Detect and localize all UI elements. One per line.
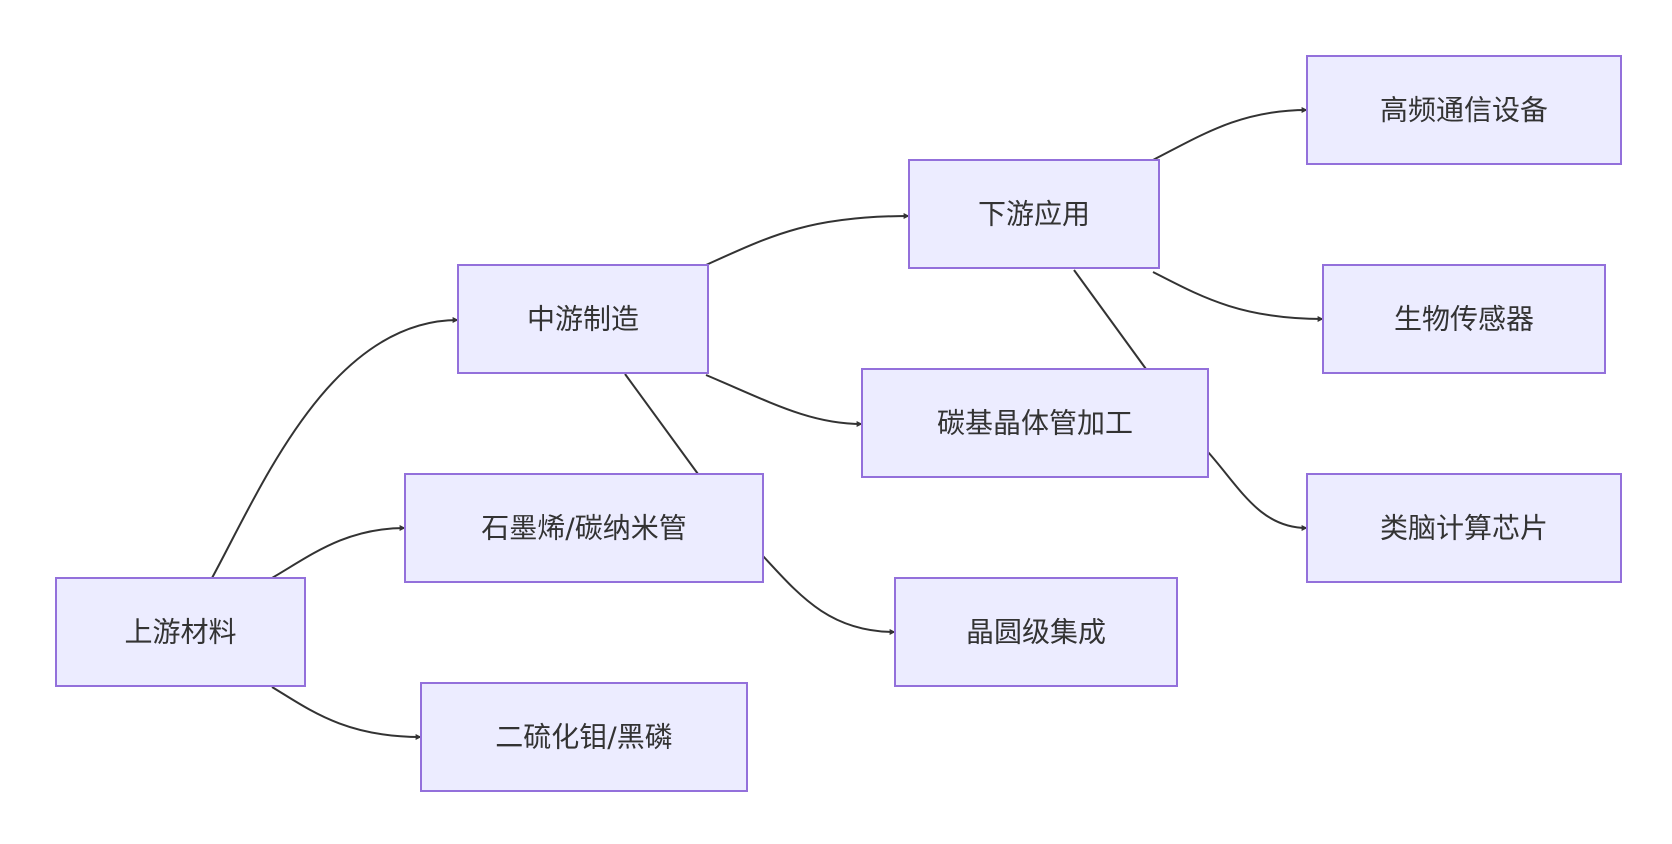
node-transistor: 碳基晶体管加工 [861, 368, 1209, 478]
node-label: 碳基晶体管加工 [937, 407, 1133, 440]
node-box [894, 577, 1178, 687]
node-label: 下游应用 [978, 198, 1090, 231]
node-midstream: 中游制造 [457, 264, 709, 374]
nodes: 上游材料 石墨烯/碳纳米管 二硫化钼/黑磷 中游制造 晶圆级集成 碳基晶体管加工… [55, 55, 1622, 792]
node-box [404, 473, 764, 583]
edge-midstream-to-downstream [705, 213, 910, 266]
node-box [1306, 473, 1622, 583]
node-box [1322, 264, 1606, 374]
node-box [457, 264, 709, 374]
node-label: 生物传感器 [1394, 303, 1534, 336]
node-hf-comm: 高频通信设备 [1306, 55, 1622, 165]
node-box [1306, 55, 1622, 165]
node-mos2-bp: 二硫化钼/黑磷 [420, 682, 748, 792]
node-biosensor: 生物传感器 [1322, 264, 1606, 374]
node-label: 二硫化钼/黑磷 [495, 721, 672, 754]
edge-midstream-to-transistor [705, 374, 863, 427]
edge-downstream-to-hf-comm [1152, 107, 1308, 161]
node-box [861, 368, 1209, 478]
edge-downstream-to-transistor [1073, 269, 1147, 370]
edge-graphene-cnt-to-wafer [762, 555, 896, 635]
node-neuro-chip: 类脑计算芯片 [1306, 473, 1622, 583]
node-label: 中游制造 [527, 303, 639, 336]
node-box [420, 682, 748, 792]
node-box [55, 577, 306, 687]
edge-transistor-to-neuro-chip [1207, 451, 1308, 531]
node-label: 晶圆级集成 [966, 616, 1106, 649]
edge-downstream-to-biosensor [1152, 271, 1324, 322]
edge-upstream-to-mos2-bp [271, 686, 422, 740]
node-downstream: 下游应用 [908, 159, 1160, 269]
node-upstream: 上游材料 [55, 577, 306, 687]
node-label: 高频通信设备 [1380, 94, 1548, 127]
node-label: 石墨烯/碳纳米管 [481, 512, 686, 545]
edge-upstream-to-graphene-cnt [271, 525, 406, 579]
edges [211, 107, 1324, 740]
edge-upstream-to-midstream [211, 317, 459, 579]
edge-midstream-to-graphene-cnt [624, 373, 699, 475]
node-graphene-cnt: 石墨烯/碳纳米管 [404, 473, 764, 583]
node-wafer: 晶圆级集成 [894, 577, 1178, 687]
node-box [908, 159, 1160, 269]
node-label: 上游材料 [124, 616, 236, 649]
node-label: 类脑计算芯片 [1380, 512, 1548, 545]
